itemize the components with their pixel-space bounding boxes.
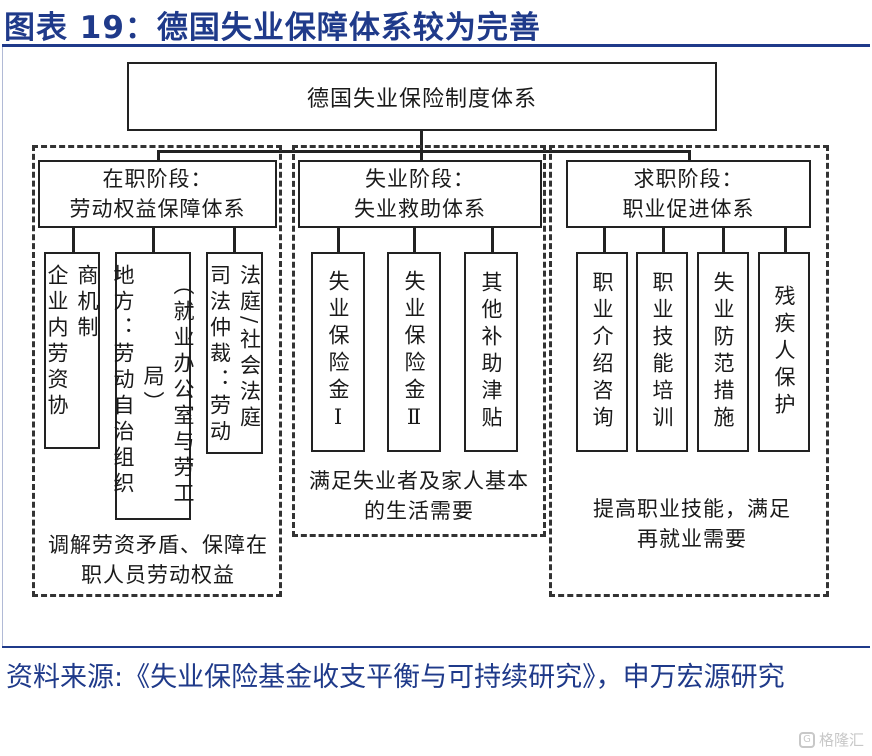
connector-s3-item2 — [662, 228, 665, 253]
connector-s2-item1 — [337, 228, 340, 253]
item-label: 残疾人保护 — [772, 284, 796, 420]
item-label: 失业保险金Ⅱ — [402, 269, 426, 435]
connector-stage-1 — [157, 150, 160, 160]
watermark-text: 格隆汇 — [818, 731, 864, 749]
item-label: 其他补助津贴 — [479, 271, 503, 433]
item-line: 地方：劳动自治组织 — [111, 264, 135, 498]
item-unemployment-insurance-1: 失业保险金Ⅰ — [311, 252, 365, 452]
item-disabled-protection: 残疾人保护 — [758, 252, 810, 452]
title-underline — [2, 44, 870, 47]
stage-group-employment — [32, 145, 282, 597]
watermark: G 格隆汇 — [798, 729, 864, 750]
connector-s1-item2 — [152, 228, 155, 253]
connector-s3-item1 — [603, 228, 606, 253]
stage-subtitle: 职业促进体系 — [622, 197, 755, 221]
stage-subtitle: 失业救助体系 — [354, 197, 486, 221]
item-unemployment-insurance-2: 失业保险金Ⅱ — [387, 252, 441, 452]
footer-rule — [2, 646, 870, 648]
item-other-subsidies: 其他补助津贴 — [464, 252, 518, 452]
stage-description: 提高职业技能，满足再就业需要 — [593, 497, 791, 551]
left-frame-line — [2, 47, 3, 647]
connector-s1-item3 — [233, 228, 236, 253]
connector-s2-item2 — [413, 228, 416, 253]
connector-horizontal — [157, 150, 690, 153]
item-unemployment-prevention: 失业防范措施 — [697, 252, 749, 452]
item-judicial-arbitration: 司法仲裁：劳动 法庭/社会法庭 — [206, 252, 263, 454]
stage-box-employment: 在职阶段： 劳动权益保障体系 — [38, 160, 277, 228]
connector-stage-2 — [420, 150, 423, 160]
item-enterprise-labor-consultation: 企业内劳资协 商机制 — [44, 252, 100, 449]
stage-title: 求职阶段： — [633, 167, 744, 191]
connector-stage-3 — [688, 150, 691, 160]
root-box: 德国失业保险制度体系 — [127, 62, 717, 131]
source-note: 资料来源:《失业保险基金收支平衡与可持续研究》，申万宏源研究 — [6, 662, 785, 693]
stage-box-unemployment: 失业阶段： 失业救助体系 — [298, 160, 542, 228]
watermark-logo-icon: G — [798, 731, 815, 748]
connector-root-down — [420, 131, 423, 151]
item-label: 失业保险金Ⅰ — [326, 269, 350, 435]
stage-title: 在职阶段： — [102, 167, 213, 191]
item-line: 法庭/社会法庭 — [237, 264, 262, 433]
item-skills-training: 职业技能培训 — [636, 252, 688, 452]
connector-s3-item3 — [722, 228, 725, 253]
item-job-referral: 职业介绍咨询 — [576, 252, 628, 452]
item-label: 职业介绍咨询 — [590, 271, 614, 433]
stage-group-unemployment — [292, 145, 546, 537]
item-line: 企业内劳资协 — [45, 264, 69, 420]
connector-s2-item3 — [491, 228, 494, 253]
item-local-labor-autonomy: 地方：劳动自治组织 （就业办公室与劳工局） — [111, 252, 195, 520]
item-line: （就业办公室与劳工局） — [141, 274, 195, 508]
item-label: 失业防范措施 — [711, 271, 735, 433]
root-label: 德国失业保险制度体系 — [306, 86, 537, 112]
page-title: 图表 19：德国失业保障体系较为完善 — [4, 10, 541, 46]
stage-title: 失业阶段： — [365, 167, 475, 191]
title-bar: 图表 19：德国失业保障体系较为完善 — [0, 0, 872, 48]
item-line: 商机制 — [75, 264, 99, 342]
stage-box-job-seeking: 求职阶段： 职业促进体系 — [566, 160, 811, 228]
stage-description: 满足失业者及家人基本的生活需要 — [309, 469, 529, 523]
item-label: 职业技能培训 — [650, 271, 674, 433]
item-line: 司法仲裁：劳动 — [207, 264, 232, 446]
connector-s1-item1 — [72, 228, 75, 253]
stage-group-job-seeking — [549, 145, 829, 597]
connector-s3-item4 — [784, 228, 787, 253]
stage-subtitle: 劳动权益保障体系 — [69, 197, 246, 221]
stage-description: 调解劳资矛盾、保障在职人员劳动权益 — [48, 533, 268, 587]
